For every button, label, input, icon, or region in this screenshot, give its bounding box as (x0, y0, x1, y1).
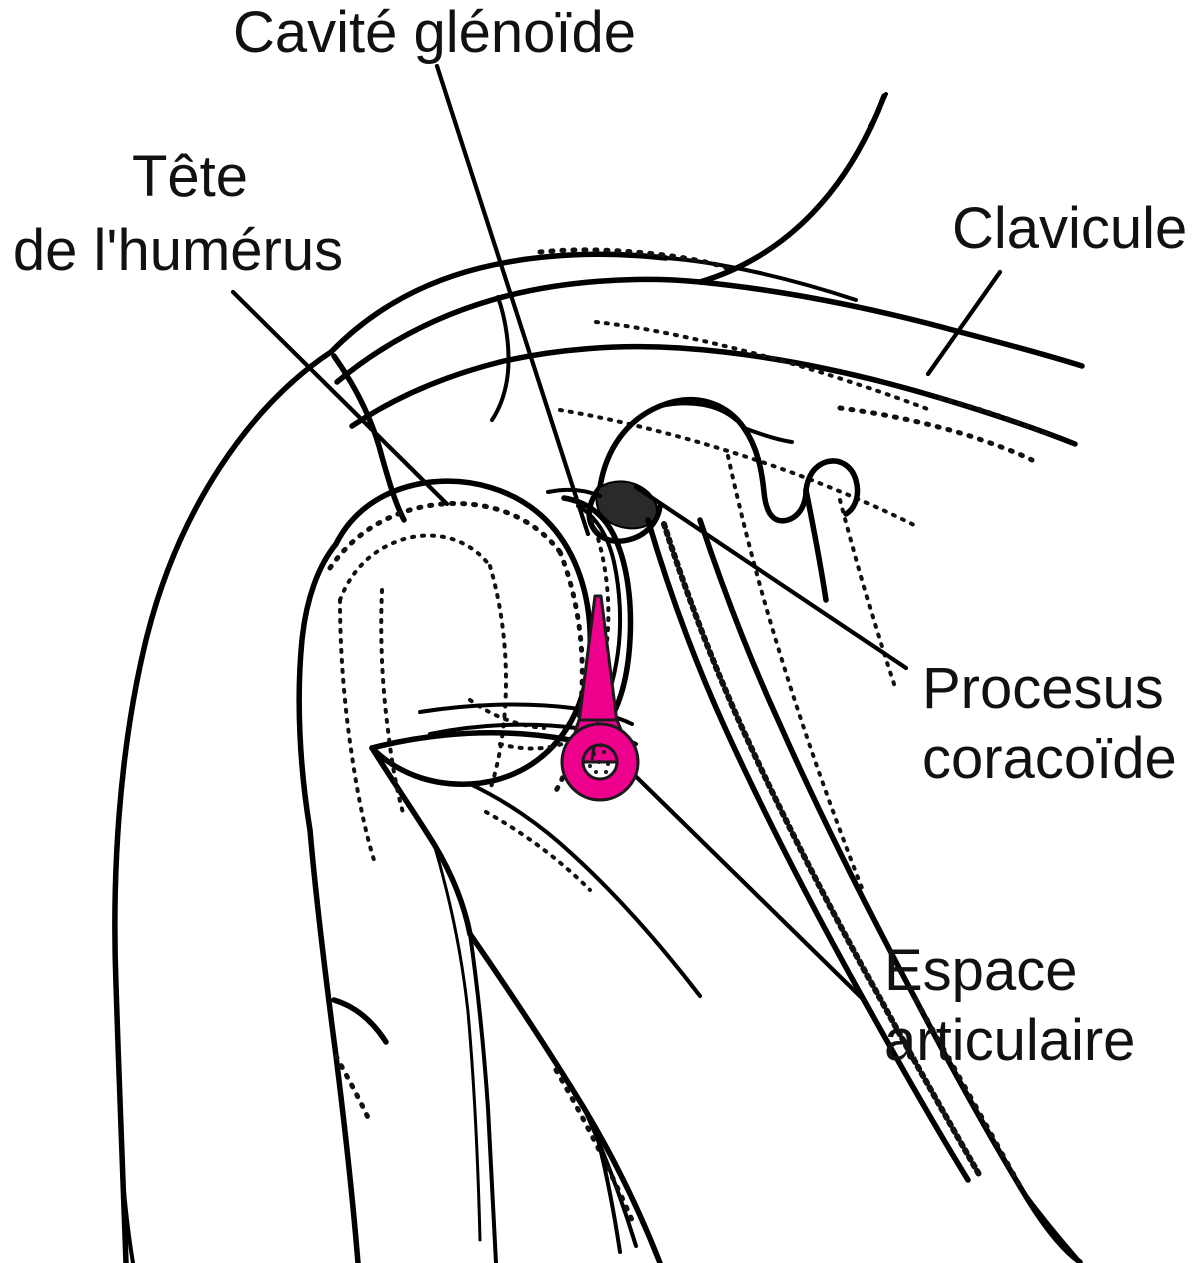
humeral-head (296, 478, 593, 1263)
label-clavicule-text: Clavicule (952, 196, 1187, 261)
coracoid-process (586, 396, 861, 544)
label-espace-articulaire-line2: articulaire (884, 1008, 1135, 1073)
axillary-fold (467, 931, 663, 1263)
leader-tete-humerus (230, 289, 450, 507)
leader-clavicule (925, 269, 1003, 377)
leader-procesus-coracoide (633, 484, 909, 671)
needle-bore-stipple (588, 743, 610, 774)
label-tete-humerus-line1: Tête (132, 144, 248, 209)
label-cavite-glenoide: Cavité glénoïde (233, 0, 636, 65)
label-tete-humerus: Tête de l'humérus (13, 144, 343, 283)
leader-espace-articulaire (608, 749, 869, 1005)
label-clavicule: Clavicule (952, 196, 1187, 261)
humeral-head-shading (327, 500, 585, 862)
label-cavite-glenoide-text: Cavité glénoïde (233, 0, 636, 65)
label-procesus-coracoide: Procesus coracoïde (922, 656, 1177, 791)
clavicle (697, 92, 888, 285)
soft-tissue-outline (112, 349, 334, 1263)
label-procesus-coracoide-line2: coracoïde (922, 726, 1177, 791)
target-ring (562, 724, 638, 800)
needle-shaft (577, 594, 619, 724)
needle-target-marker[interactable] (560, 594, 640, 802)
scapula (645, 454, 1083, 1263)
leader-cavite-glenoide (434, 63, 591, 537)
humerus-shaft-detail (331, 782, 702, 1125)
label-procesus-coracoide-line1: Procesus (922, 656, 1164, 721)
leader-lines (230, 63, 1003, 1005)
label-espace-articulaire-line1: Espace (884, 938, 1077, 1003)
label-espace-articulaire: Espace articulaire (884, 938, 1135, 1073)
target-ring-outer-edge (560, 722, 640, 802)
label-tete-humerus-line2: de l'humérus (13, 218, 343, 283)
